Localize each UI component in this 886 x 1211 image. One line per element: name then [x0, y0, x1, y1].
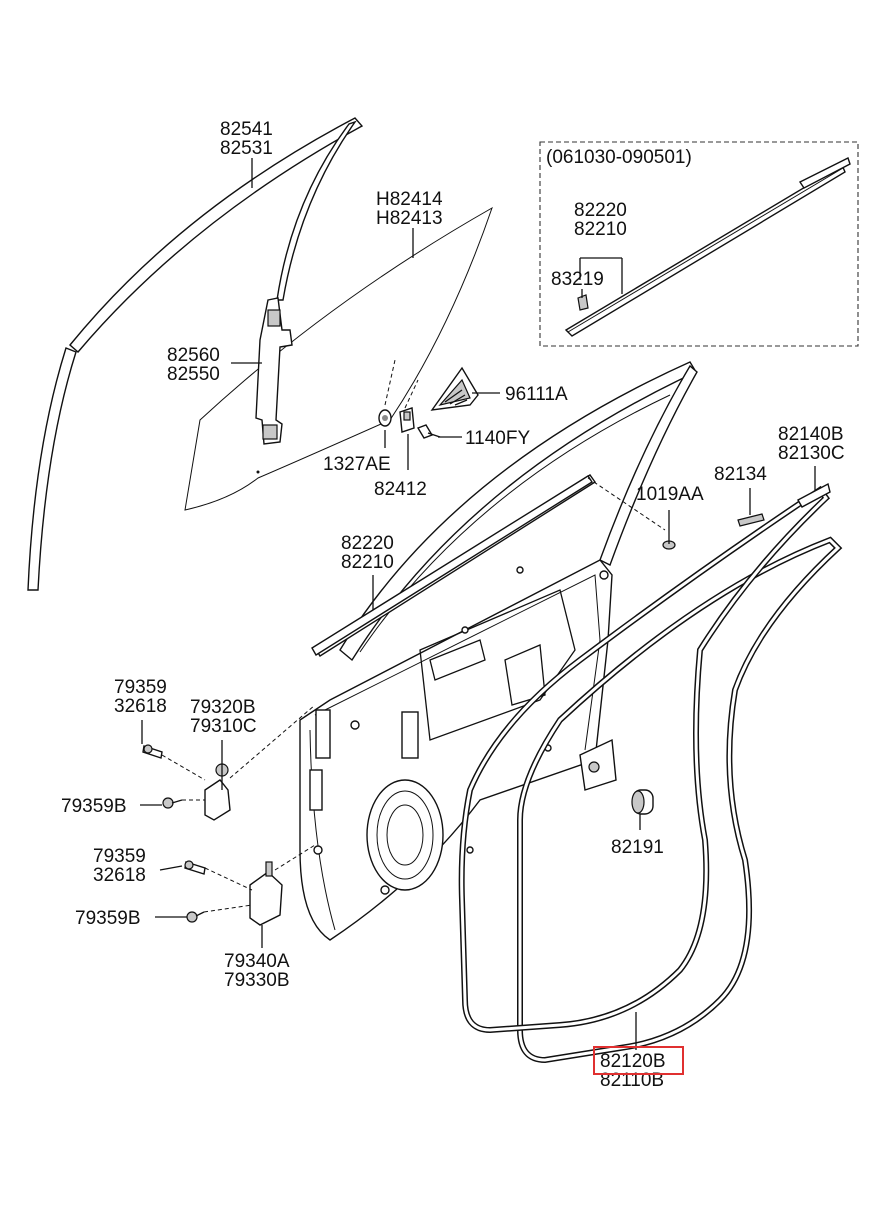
- label-box-83219: 83219: [551, 269, 604, 290]
- label-82412: 82412: [374, 479, 427, 500]
- hinge-bolt-lower[interactable]: [184, 860, 206, 875]
- label-79320B: 79320B: [190, 697, 256, 718]
- bolt-1140FY[interactable]: [416, 424, 441, 439]
- alignment-lines: [161, 359, 666, 913]
- hinge-bolt-upper[interactable]: [142, 744, 163, 759]
- label-1327AE: 1327AE: [323, 454, 391, 475]
- screw-1019AA[interactable]: [662, 530, 676, 550]
- label-H82413: H82413: [376, 208, 443, 229]
- label-H82414: H82414: [376, 189, 443, 210]
- molding-82140B[interactable]: [797, 482, 831, 508]
- label-82560: 82560: [167, 345, 220, 366]
- hinge-bolt-upper-b[interactable]: [162, 797, 183, 809]
- label-box-82210: 82210: [574, 219, 627, 240]
- label-32618-lower: 32618: [93, 865, 146, 886]
- variant-box: [539, 141, 859, 347]
- label-82120B[interactable]: 82120B: [600, 1051, 666, 1072]
- label-1140FY: 1140FY: [465, 428, 530, 449]
- door-stopper-82191[interactable]: [631, 789, 654, 815]
- label-82140B: 82140B: [778, 424, 844, 445]
- clip-83219[interactable]: [577, 294, 589, 311]
- label-79310C: 79310C: [190, 716, 257, 737]
- glass-bracket-82412[interactable]: [399, 407, 415, 433]
- upper-hinge[interactable]: [204, 763, 231, 821]
- label-box-82220: 82220: [574, 200, 627, 221]
- label-96111A: 96111A: [505, 384, 568, 405]
- leader-lines: [140, 158, 816, 1050]
- label-82191: 82191: [611, 837, 664, 858]
- label-79359-upper: 79359: [114, 677, 167, 698]
- label-82210: 82210: [341, 552, 394, 573]
- callout-labels: 82541 82531 H82414 H82413 82560 82550 96…: [61, 119, 845, 1091]
- clip-82134[interactable]: [737, 513, 765, 527]
- door-glass[interactable]: [184, 206, 493, 511]
- label-82110B: 82110B: [600, 1070, 664, 1091]
- label-82550: 82550: [167, 364, 220, 385]
- label-82531: 82531: [220, 138, 273, 159]
- label-79359B-lower: 79359B: [75, 908, 141, 929]
- beltline-molding[interactable]: [311, 475, 593, 656]
- highlight-box-82120B: [593, 1046, 684, 1075]
- beltline-molding-variant[interactable]: [564, 157, 851, 337]
- label-82220: 82220: [341, 533, 394, 554]
- label-79340A: 79340A: [224, 951, 290, 972]
- hinge-bolt-lower-b[interactable]: [186, 911, 205, 923]
- label-79330B: 79330B: [224, 970, 290, 991]
- lower-hinge[interactable]: [249, 861, 283, 926]
- window-run-channel[interactable]: [27, 117, 364, 591]
- label-1019AA: 1019AA: [636, 484, 704, 505]
- delta-mirror-cover[interactable]: [430, 366, 479, 411]
- label-82134: 82134: [714, 464, 767, 485]
- label-79359-lower: 79359: [93, 846, 146, 867]
- label-82541: 82541: [220, 119, 273, 140]
- glass-run-guide-rail[interactable]: [255, 297, 293, 445]
- grommet-1327AE[interactable]: [378, 409, 392, 427]
- label-variant-range: (061030-090501): [546, 147, 692, 168]
- label-82130C: 82130C: [778, 443, 845, 464]
- label-32618-upper: 32618: [114, 696, 167, 717]
- label-79359B-upper: 79359B: [61, 796, 127, 817]
- door-weatherstrip-82120B[interactable]: [517, 536, 843, 1064]
- door-opening-weatherstrip[interactable]: [458, 485, 831, 1034]
